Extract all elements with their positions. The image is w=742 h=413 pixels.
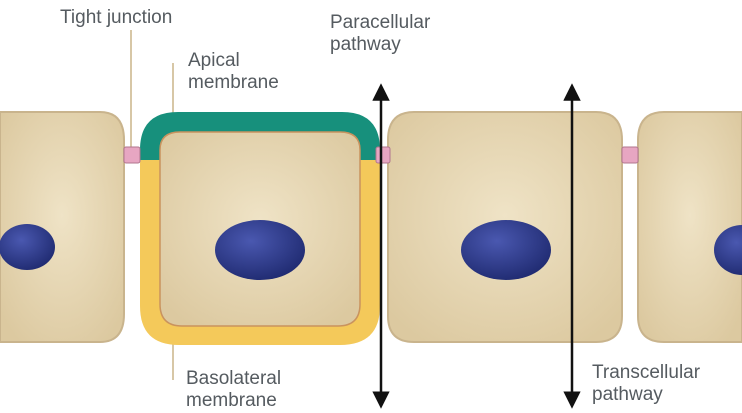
nucleus-right: [461, 220, 551, 280]
basolateral-line-2: membrane: [186, 390, 281, 412]
transcellular-pathway-label: Transcellular pathway: [592, 362, 700, 406]
tight-junction-text: Tight junction: [60, 7, 172, 29]
tight-junction-3: [622, 147, 638, 163]
cell-far-right: [638, 112, 742, 342]
tight-junction-1: [124, 147, 140, 163]
nucleus-center: [215, 220, 305, 280]
paracellular-pathway-label: Paracellular pathway: [330, 12, 430, 56]
basolateral-membrane-label: Basolateral membrane: [186, 368, 281, 412]
nucleus-left: [0, 224, 55, 270]
tight-junction-2: [376, 147, 390, 163]
paracellular-line-1: Paracellular: [330, 12, 430, 34]
transcellular-line-2: pathway: [592, 384, 700, 406]
apical-line-2: membrane: [188, 72, 279, 94]
tight-junction-label: Tight junction: [60, 7, 172, 29]
paracellular-line-2: pathway: [330, 34, 430, 56]
transcellular-line-1: Transcellular: [592, 362, 700, 384]
basolateral-line-1: Basolateral: [186, 368, 281, 390]
apical-membrane-label: Apical membrane: [188, 50, 279, 94]
apical-line-1: Apical: [188, 50, 279, 72]
